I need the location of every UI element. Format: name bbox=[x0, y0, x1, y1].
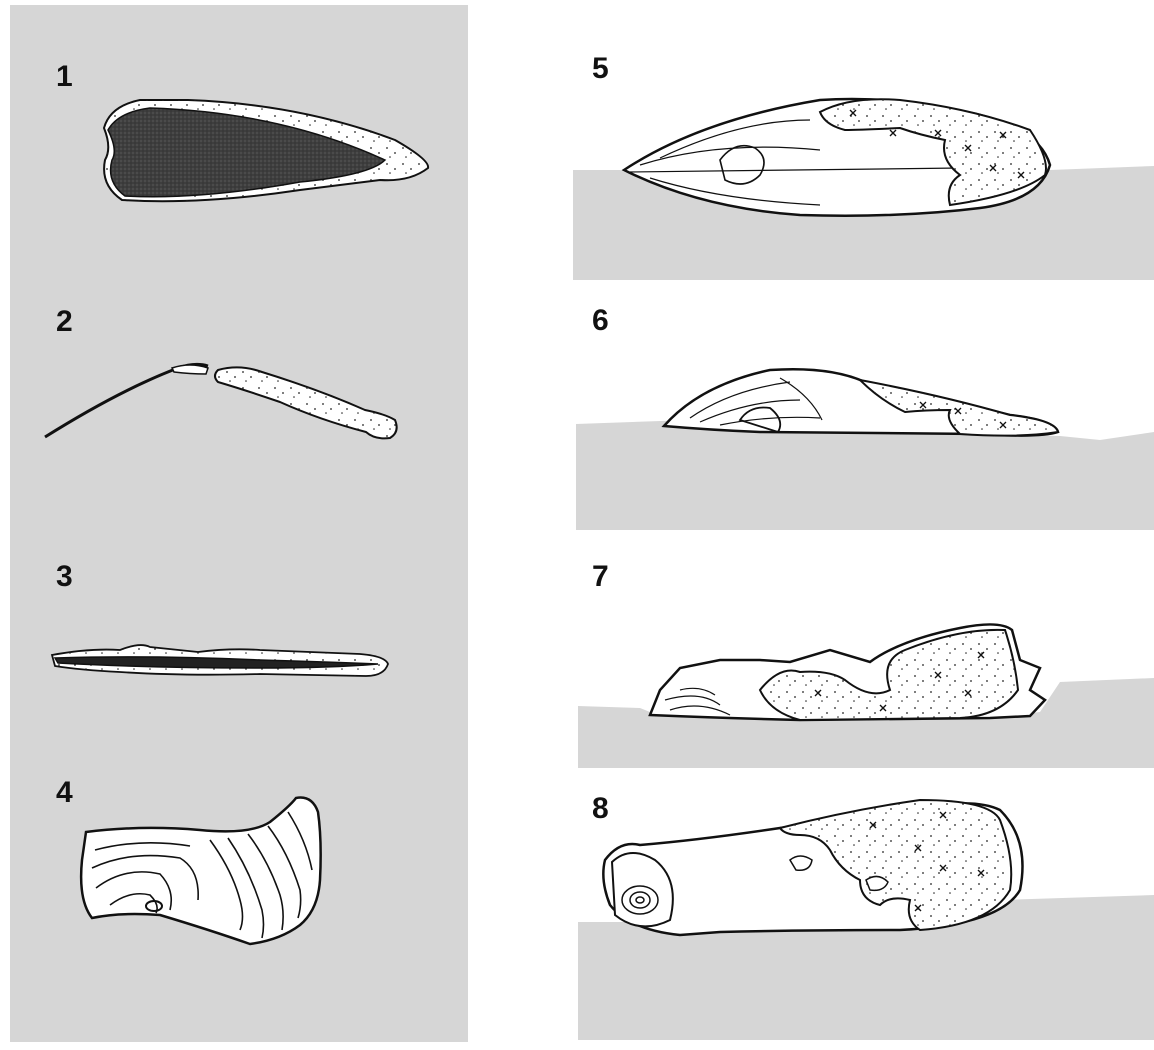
shell-specimen-8 bbox=[603, 800, 1022, 935]
panel-label-4: 4 bbox=[56, 778, 73, 808]
shell-specimen-6 bbox=[664, 369, 1058, 435]
panel-label-5: 5 bbox=[592, 54, 609, 84]
panel-label-2: 2 bbox=[56, 307, 73, 337]
panel-label-1: 1 bbox=[56, 62, 73, 92]
panel-label-3: 3 bbox=[56, 562, 73, 592]
sediment-panel-6 bbox=[576, 420, 1154, 530]
shell-specimen-7 bbox=[650, 624, 1045, 720]
panel-label-8: 8 bbox=[592, 794, 609, 824]
panel-label-7: 7 bbox=[592, 562, 609, 592]
panel-label-6: 6 bbox=[592, 306, 609, 336]
